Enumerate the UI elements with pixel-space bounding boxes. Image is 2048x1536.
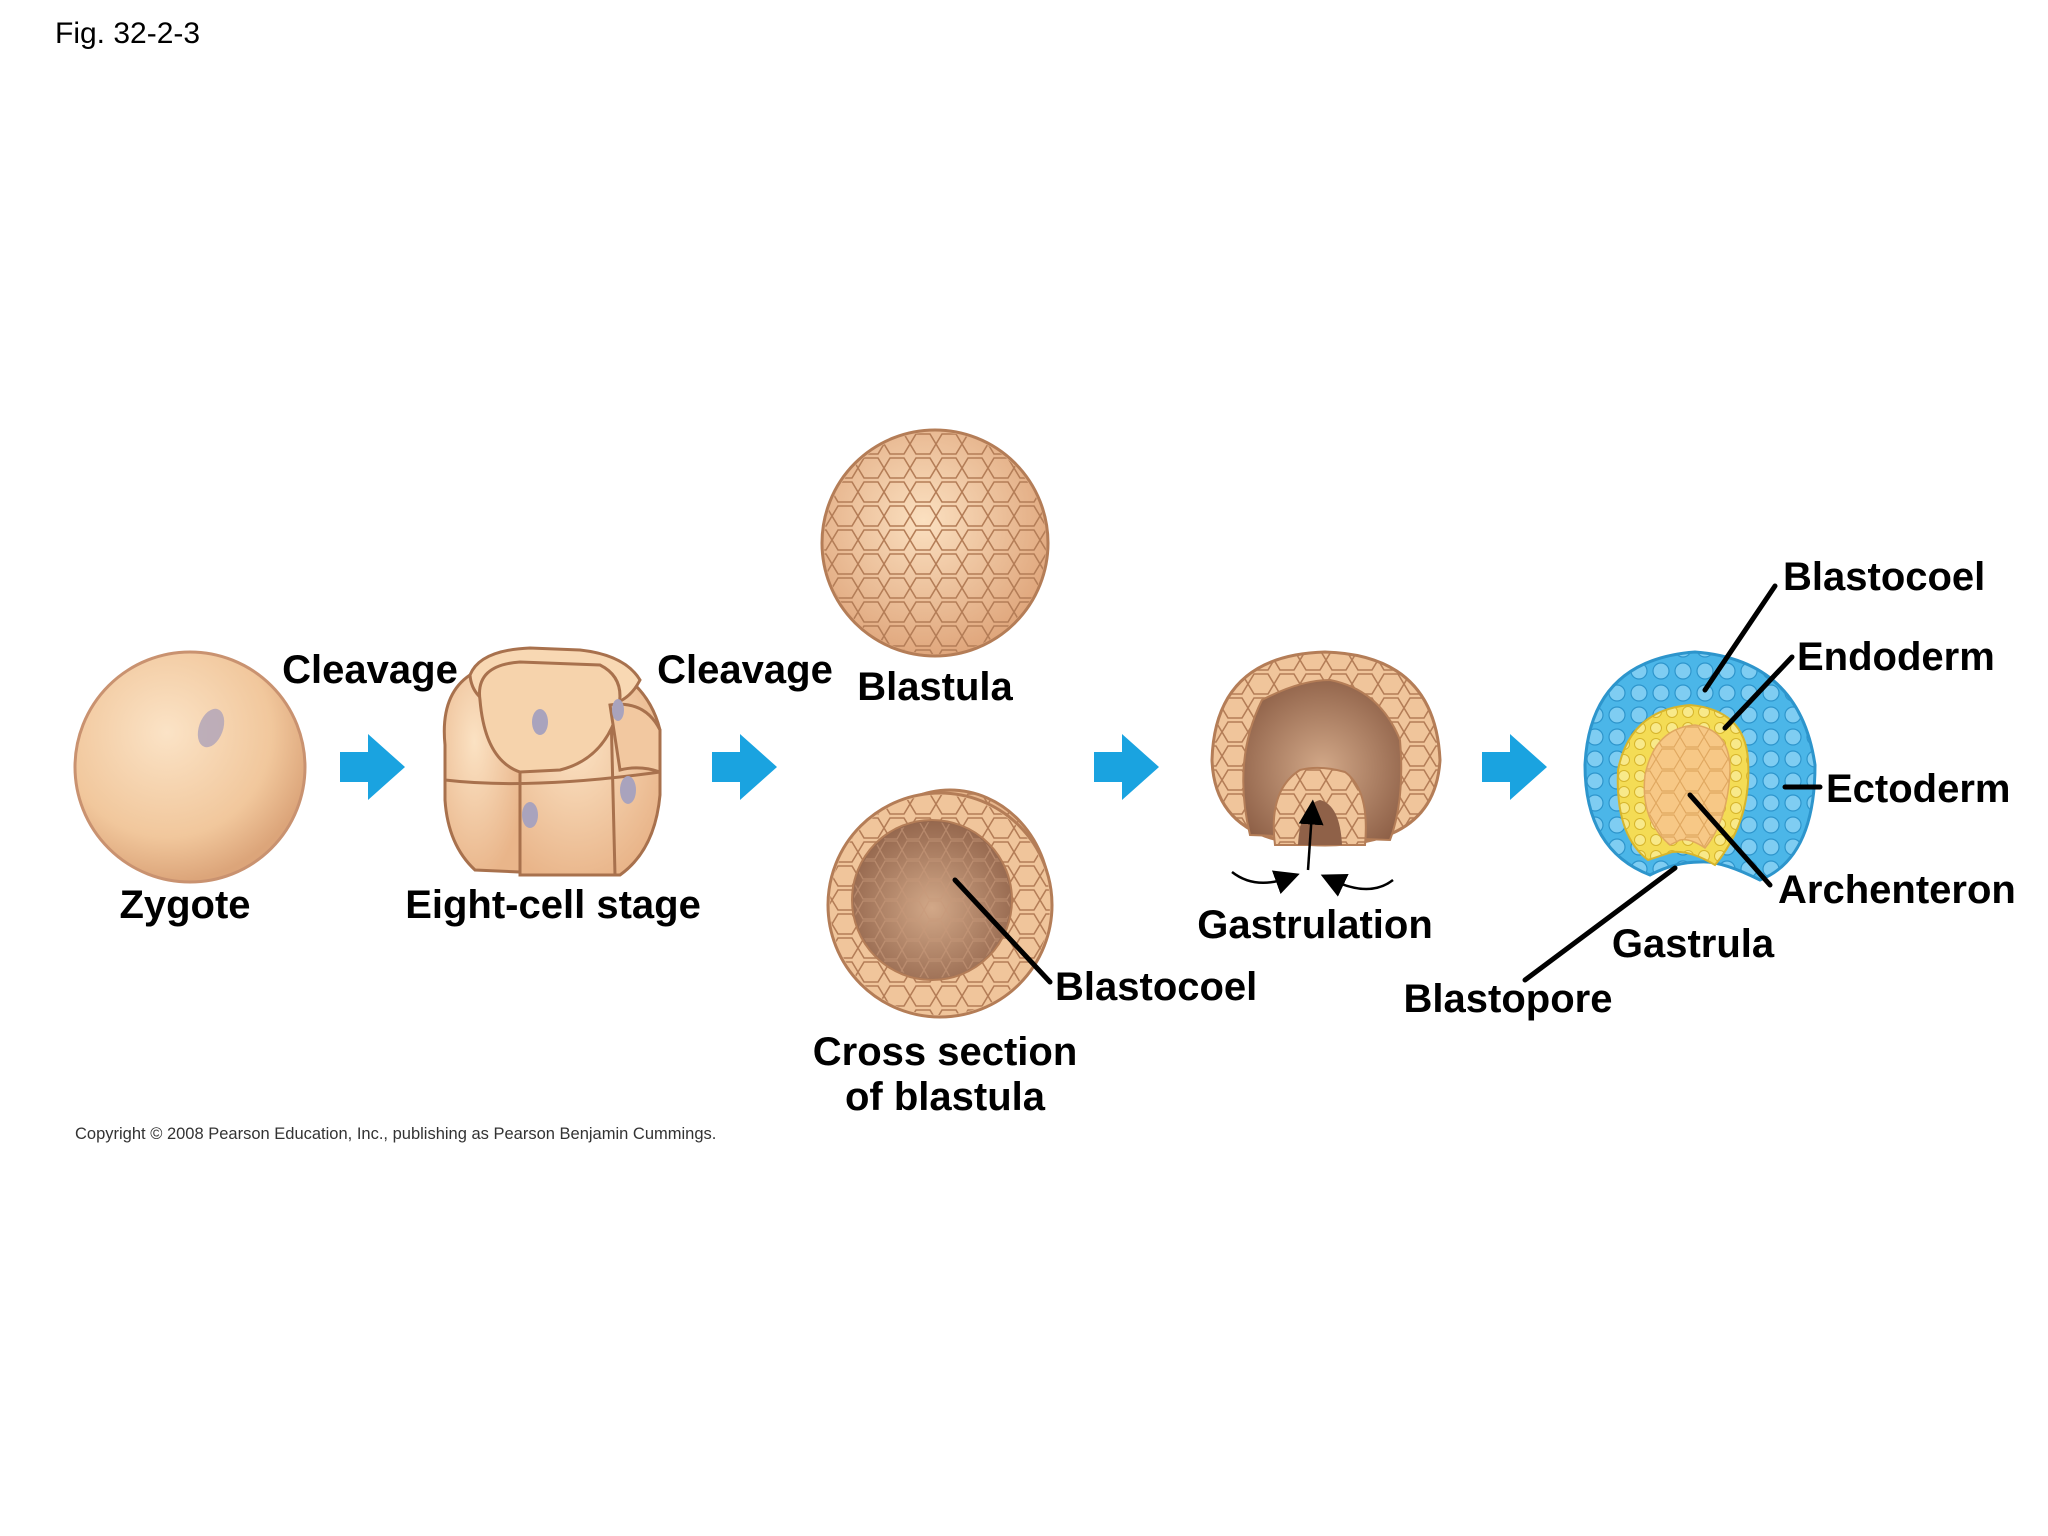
blastocoel-cross-leader	[952, 877, 1053, 985]
blastula-cross-section	[826, 788, 1054, 1019]
cross-section-label-line2: of blastula	[845, 1075, 1046, 1119]
endoderm-leader	[1722, 654, 1795, 731]
ectoderm-label: Ectoderm	[1826, 767, 2011, 811]
cleavage-label-2: Cleavage	[657, 648, 833, 692]
blastula	[820, 428, 1050, 658]
blastula-label: Blastula	[857, 665, 1013, 709]
arrow-3-icon	[1094, 734, 1159, 800]
cleavage-label-1: Cleavage	[282, 648, 458, 692]
zygote-label: Zygote	[119, 883, 250, 927]
arrow-2-icon	[712, 734, 777, 800]
zygote	[73, 650, 307, 884]
gastrula-label: Gastrula	[1612, 922, 1775, 966]
gastrulation-embryo	[1210, 650, 1442, 897]
blastopore-label: Blastopore	[1404, 977, 1613, 1021]
arrow-4-icon	[1482, 734, 1547, 800]
blastocoel-gastrula-leader	[1702, 583, 1778, 693]
archenteron-leader	[1687, 792, 1773, 888]
blastocoel-gastrula-label: Blastocoel	[1783, 555, 1985, 599]
blastopore-leader	[1522, 865, 1678, 983]
archenteron-label: Archenteron	[1778, 868, 2016, 912]
eight-cell-embryo	[442, 646, 662, 877]
gastrulation-label: Gastrulation	[1197, 903, 1433, 947]
gastrula	[1583, 650, 1817, 882]
cross-section-label-line1: Cross section	[813, 1030, 1078, 1074]
eight-cell-stage-label: Eight-cell stage	[405, 883, 701, 927]
blastocoel-cross-label: Blastocoel	[1055, 965, 1257, 1009]
copyright-notice: Copyright © 2008 Pearson Education, Inc.…	[75, 1125, 716, 1143]
endoderm-label: Endoderm	[1797, 635, 1995, 679]
arrow-1-icon	[340, 734, 405, 800]
figure-label: Fig. 32-2-3	[55, 17, 200, 50]
